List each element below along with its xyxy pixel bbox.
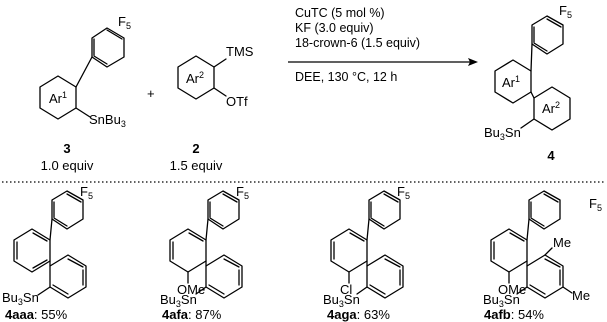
reagent-2-equiv: 1.5 equiv — [170, 158, 223, 173]
example-4afb-stannyl-label: Bu3Sn — [483, 292, 520, 309]
example-4afb-structure — [490, 190, 573, 299]
reagent-3-number: 3 — [63, 141, 70, 156]
example-4aga-stannyl-label: Bu3Sn — [323, 292, 360, 309]
example-4aga-caption: 4aga: 63% — [327, 307, 390, 322]
example-4afb-f5-label: F5 — [589, 196, 602, 213]
reagent-2-ar2-label: Ar2 — [186, 70, 204, 86]
example-4aga-f5-label: F5 — [397, 184, 410, 201]
condition-line-3: 18-crown-6 (1.5 equiv) — [295, 36, 420, 50]
example-4afa-caption: 4afa: 87% — [162, 307, 222, 322]
example-4aaa-f5-label: F5 — [80, 184, 93, 201]
product-4-ar1-label: Ar1 — [502, 74, 520, 90]
condition-line-1: CuTC (5 mol %) — [295, 6, 385, 20]
product-4-ar2-label: Ar2 — [542, 100, 560, 116]
reagent-3-equiv: 1.0 equiv — [41, 158, 94, 173]
reagent-2-structure — [177, 55, 227, 100]
reagent-3-structure — [39, 27, 125, 120]
example-4afa-substituent: OMe — [177, 282, 205, 297]
reaction-arrow-head — [468, 58, 478, 66]
example-4aaa-stannyl-label: Bu3Sn — [2, 290, 39, 307]
example-4afb-methyl-top: Me — [553, 235, 571, 250]
example-4aaa-caption: 4aaa: 55% — [5, 307, 68, 322]
product-4-f5-label: F5 — [559, 3, 572, 20]
condition-line-4: DEE, 130 °C, 12 h — [295, 70, 397, 84]
product-4-structure — [494, 15, 571, 131]
reagent-2-tms-label: TMS — [226, 44, 254, 59]
example-4aga-structure — [330, 190, 404, 299]
example-4afb-caption: 4afb: 54% — [484, 307, 544, 322]
example-4afa-f5-label: F5 — [236, 184, 249, 201]
reagent-2-number: 2 — [192, 141, 199, 156]
reagent-3-f5-label: F5 — [118, 14, 131, 31]
example-4aga-substituent: Cl — [340, 282, 352, 297]
example-4afa-stannyl-label: Bu3Sn — [160, 292, 197, 309]
product-4-number: 4 — [547, 148, 555, 163]
example-4afb-methyl-bottom: Me — [572, 288, 590, 303]
reagent-3-stannyl-label: SnBu3 — [89, 112, 126, 129]
example-4afb-substituent: OMe — [498, 282, 526, 297]
example-4aaa-structure — [13, 190, 87, 299]
reagent-3-ar1-label: Ar1 — [49, 90, 67, 106]
plus-sign: + — [147, 86, 155, 101]
reagent-2-otf-label: OTf — [226, 94, 248, 109]
example-4afa-structure — [169, 190, 243, 299]
product-4-stannyl-label: Bu3Sn — [484, 125, 521, 142]
condition-line-2: KF (3.0 equiv) — [295, 21, 374, 35]
